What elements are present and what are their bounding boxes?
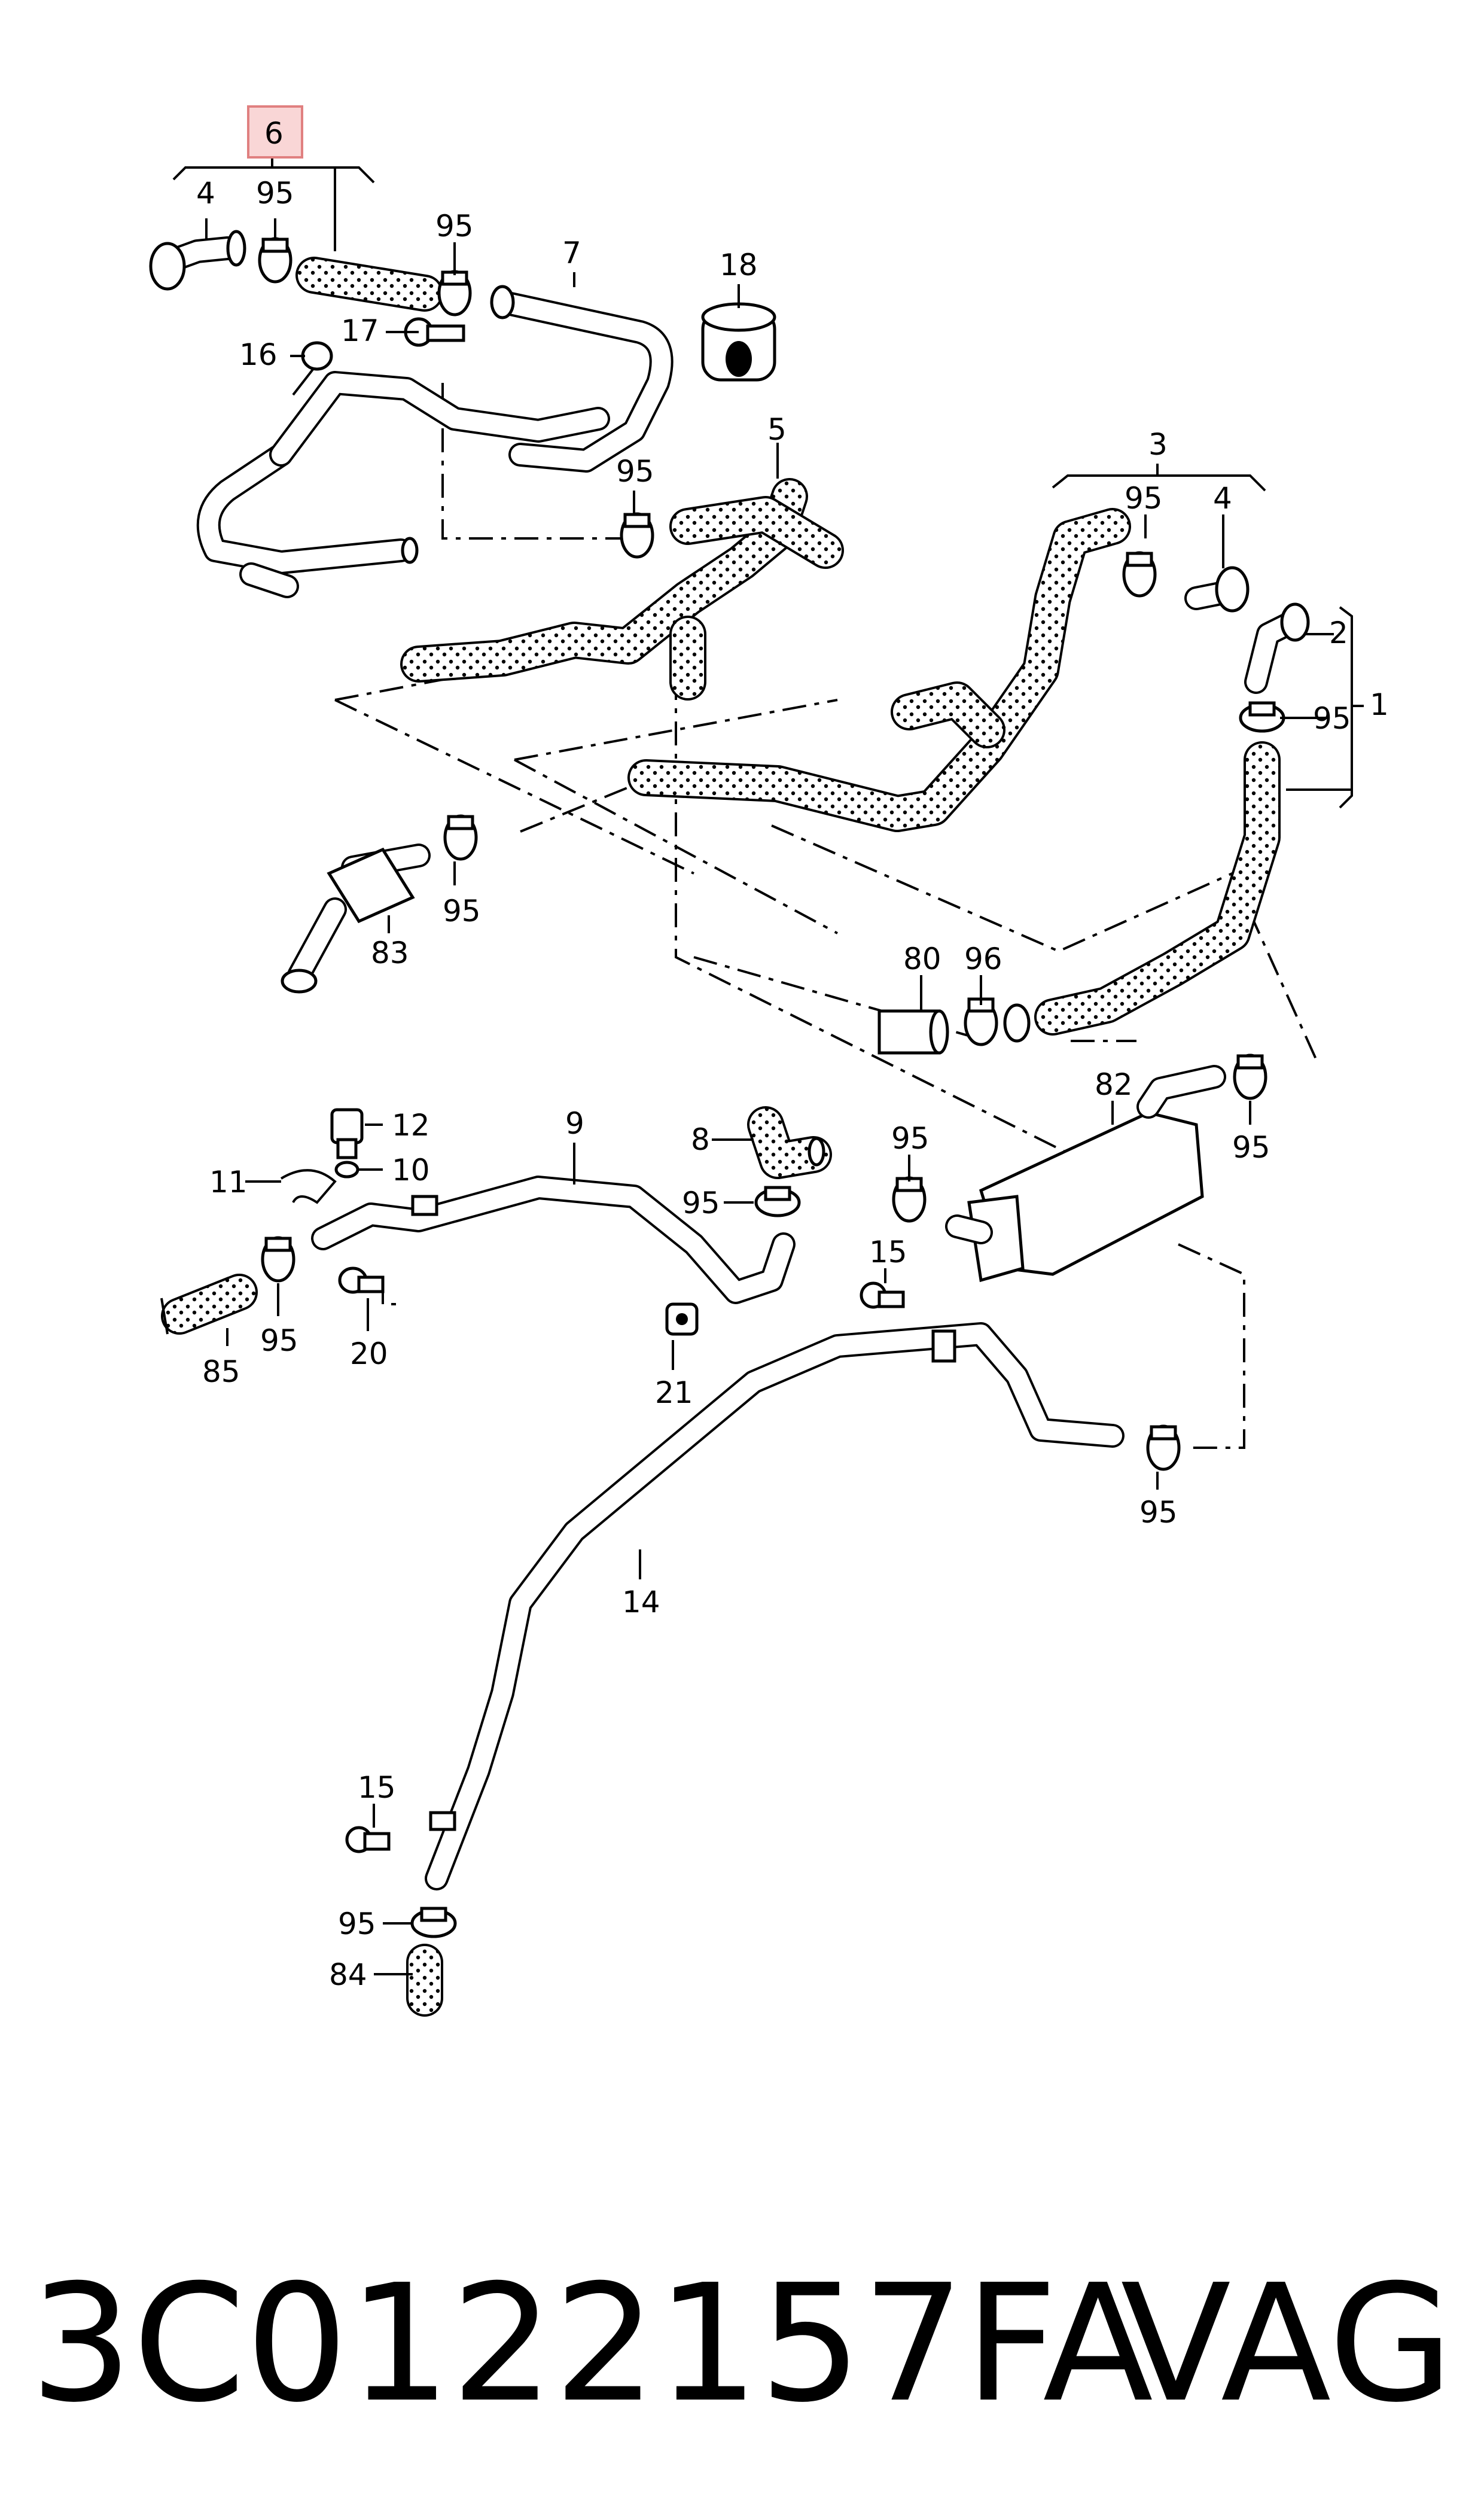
hose-clamp-95j [261, 1236, 295, 1283]
group-6-bracket [172, 105, 375, 251]
callout-9[interactable]: 9 [565, 1106, 584, 1141]
callout-95h[interactable]: 95 [891, 1121, 930, 1156]
elbow-connector-4 [149, 230, 246, 291]
nut-21 [665, 1302, 699, 1336]
callout-1[interactable]: 1 [1370, 687, 1389, 722]
callout-4a[interactable]: 4 [196, 176, 215, 211]
elbow-connector-4b [1184, 566, 1250, 613]
hose-clamp-95h [892, 1176, 927, 1223]
coolant-hose-exploded-diagram: 6 4 95 95 7 18 17 16 5 95 3 95 4 2 95 1 … [149, 105, 1389, 2017]
flange-83 [281, 844, 431, 994]
callout-95m[interactable]: 95 [338, 1907, 376, 1941]
callout-82[interactable]: 82 [1095, 1067, 1133, 1102]
hose-5 [400, 478, 844, 701]
callout-95l[interactable]: 95 [1139, 1495, 1178, 1530]
hose-clamp-95a [258, 237, 292, 284]
hose-clamp-95f [443, 814, 478, 861]
elbow-connector-2 [1244, 602, 1310, 694]
elbow-8 [747, 1106, 832, 1179]
callout-18[interactable]: 18 [720, 248, 758, 282]
callout-11[interactable]: 11 [209, 1165, 248, 1199]
callout-95a[interactable]: 95 [256, 176, 294, 211]
callout-95k[interactable]: 95 [260, 1323, 298, 1358]
hose-clamp-96 [964, 997, 998, 1046]
hose-clamp-95g [1233, 1054, 1267, 1100]
hose-85 [160, 1274, 258, 1335]
pipe-assembly-left [196, 371, 610, 598]
callout-95d[interactable]: 95 [1125, 481, 1163, 516]
callout-4b[interactable]: 4 [1213, 481, 1232, 516]
callout-17[interactable]: 17 [341, 313, 379, 348]
callout-labels: 6 4 95 95 7 18 17 16 5 95 3 95 4 2 95 1 … [196, 116, 1389, 1992]
hose-clamp-95i [754, 1186, 801, 1217]
callout-14[interactable]: 14 [622, 1585, 660, 1619]
egr-cooler-82 [945, 1065, 1226, 1283]
callout-95e[interactable]: 95 [1313, 701, 1351, 736]
callout-84[interactable]: 84 [329, 1957, 367, 1992]
brand-label: VAG [1120, 2249, 1453, 2438]
callout-80[interactable]: 80 [903, 942, 941, 976]
callout-7[interactable]: 7 [562, 236, 581, 270]
highlight-box-6[interactable] [247, 105, 303, 159]
hose-clamp-95b [437, 270, 472, 316]
callout-95b[interactable]: 95 [435, 209, 474, 243]
callout-15a[interactable]: 15 [869, 1235, 907, 1269]
callout-95c[interactable]: 95 [616, 454, 654, 489]
hose-6 [295, 257, 443, 312]
callout-10[interactable]: 10 [392, 1153, 430, 1188]
callout-96[interactable]: 96 [964, 942, 1002, 976]
bolt-15a [860, 1281, 905, 1309]
hose-clamp-right-1 [1003, 1003, 1031, 1043]
hose-clamp-95d [1122, 551, 1157, 598]
footer: 3C0122157FA VAG [30, 2249, 1465, 2438]
callout-2[interactable]: 2 [1329, 616, 1348, 650]
bolt-15b [345, 1826, 391, 1853]
retaining-clip-11 [280, 1169, 337, 1204]
hose-clamp-95c [620, 512, 654, 559]
leader-lines [226, 242, 1322, 1975]
sensor-12 [330, 1108, 364, 1159]
callout-95f[interactable]: 95 [443, 894, 481, 928]
hose-1 [1034, 741, 1281, 1036]
hose-80 [877, 1009, 949, 1055]
callout-8[interactable]: 8 [691, 1122, 710, 1157]
callout-21[interactable]: 21 [655, 1375, 693, 1410]
rubber-grommet-18 [701, 302, 776, 382]
callout-15b[interactable]: 15 [358, 1770, 396, 1805]
callout-20[interactable]: 20 [350, 1336, 388, 1371]
callout-5[interactable]: 5 [767, 412, 787, 447]
pipe-9 [311, 1176, 796, 1304]
group-3-bracket [1052, 464, 1266, 568]
hose-clamp-95l [1146, 1424, 1181, 1471]
callout-95g[interactable]: 95 [1232, 1130, 1270, 1165]
callout-95i[interactable]: 95 [682, 1186, 720, 1220]
callout-83[interactable]: 83 [371, 936, 409, 970]
o-ring-10 [334, 1161, 359, 1179]
callout-85[interactable]: 85 [202, 1354, 240, 1389]
hose-long-right [627, 508, 1131, 832]
callout-3[interactable]: 3 [1148, 427, 1168, 462]
callout-16[interactable]: 16 [239, 337, 278, 372]
pipe-14 [425, 1322, 1125, 1890]
callout-12[interactable]: 12 [392, 1108, 430, 1143]
hose-clamp-95m [410, 1907, 457, 1938]
bolt-20 [338, 1266, 385, 1294]
part-number: 3C0122157FA [30, 2249, 1154, 2438]
callout-6[interactable]: 6 [264, 116, 284, 151]
hose-clamp-95e [1239, 701, 1285, 733]
pipe-7 [490, 285, 674, 473]
